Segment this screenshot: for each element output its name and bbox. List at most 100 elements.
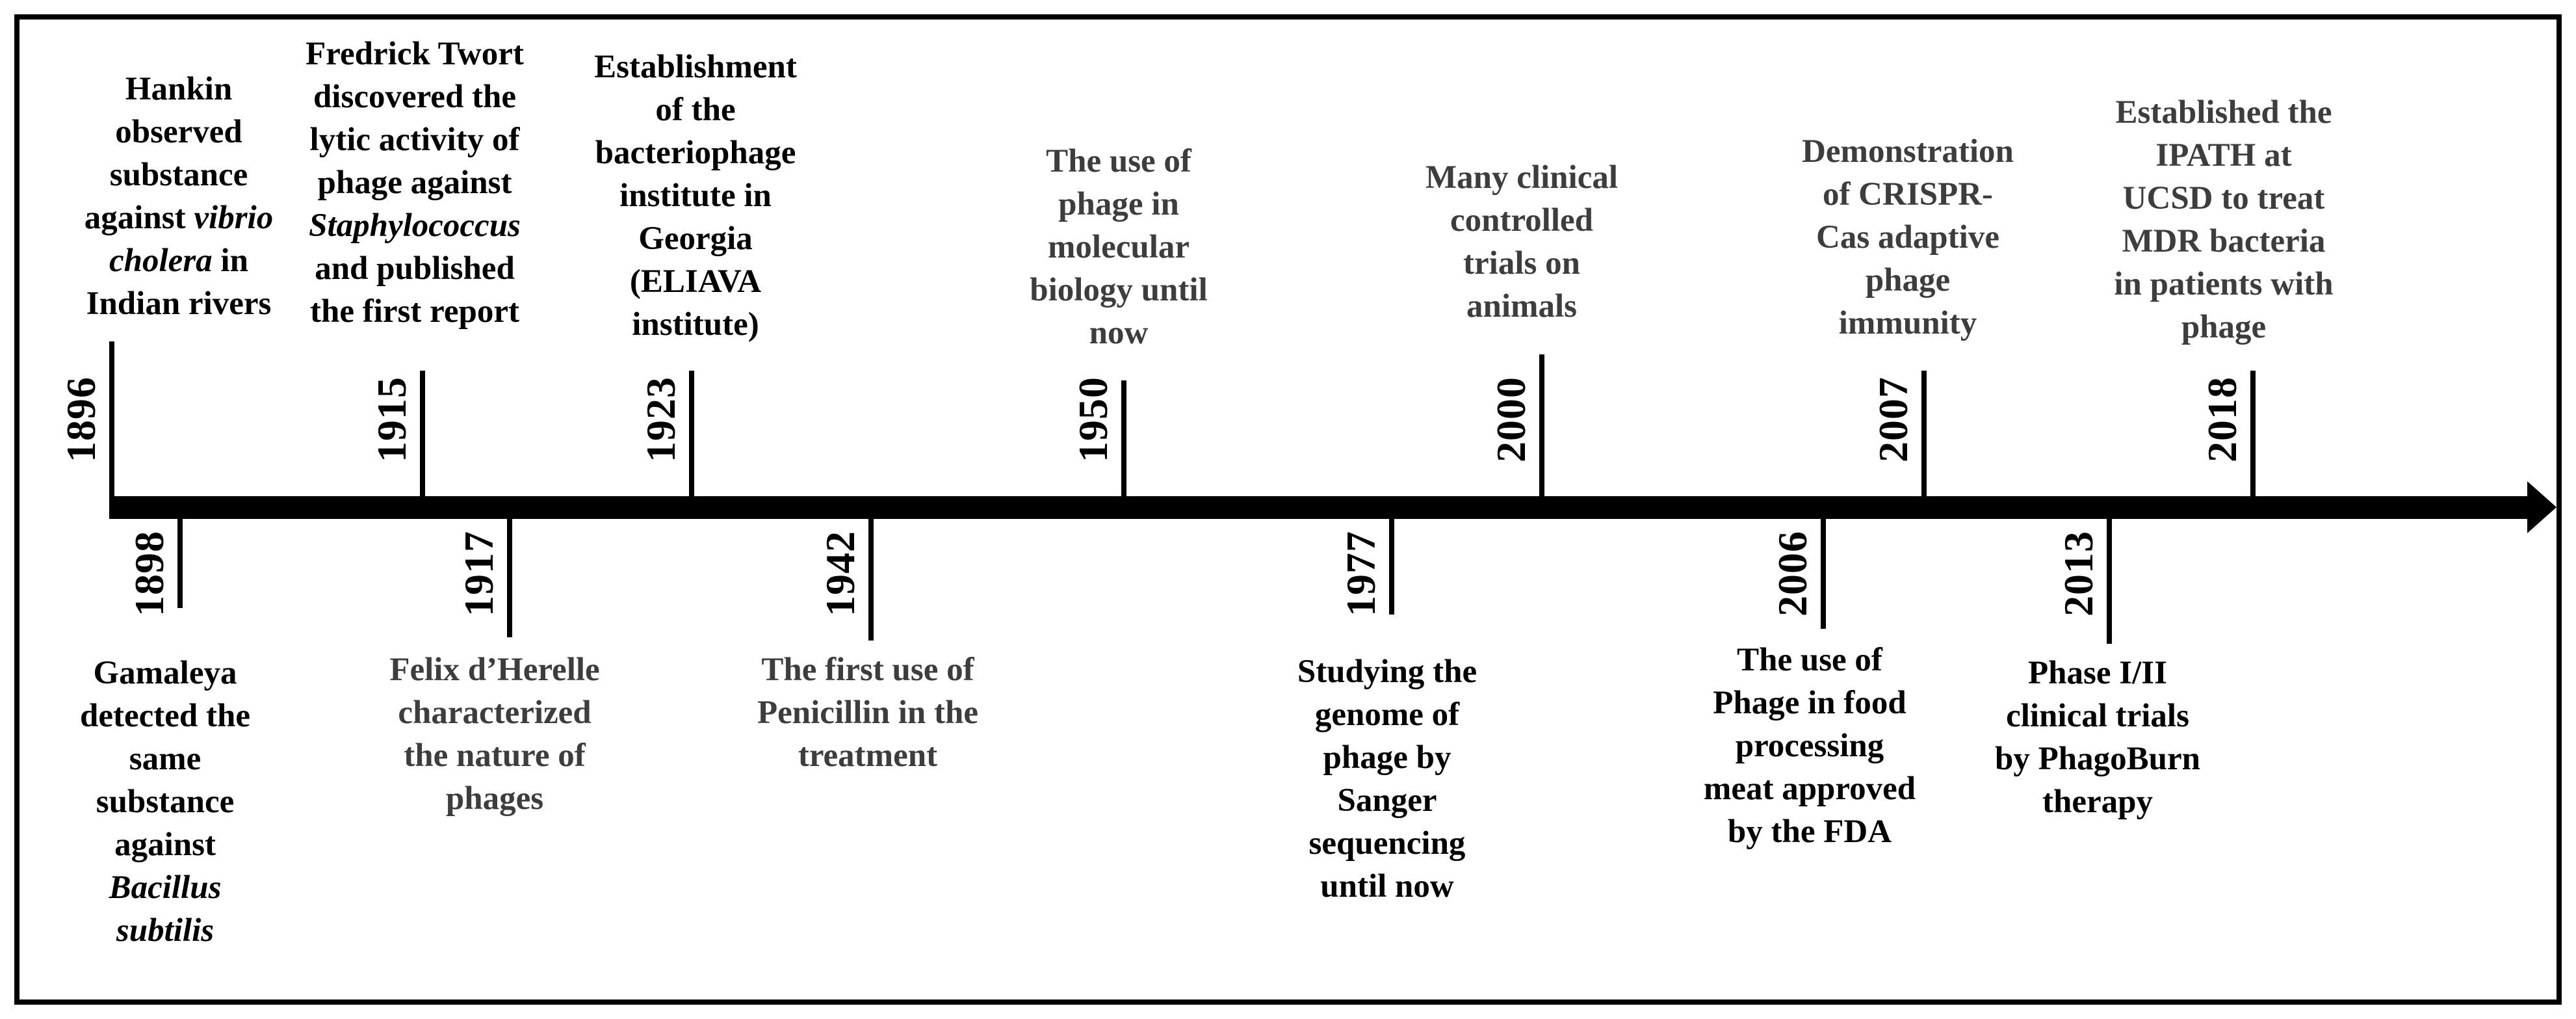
tick-1915 bbox=[420, 371, 425, 496]
event-text-line: the first report bbox=[310, 293, 519, 330]
event-text-line: against vibrio bbox=[84, 200, 274, 236]
year-label-1977: 1977 bbox=[1338, 531, 1384, 616]
event-text-line: controlled bbox=[1450, 202, 1594, 239]
event-text-line: phage bbox=[1865, 262, 1951, 298]
event-text-line: institute) bbox=[632, 306, 759, 343]
event-text-line: of CRISPR- bbox=[1822, 176, 1994, 213]
event-text-line: Establishment bbox=[594, 49, 797, 85]
event-text-line: detected the bbox=[80, 698, 250, 734]
event-text-gamaleya-1898: Gamaleya detected the same substance against… bbox=[29, 652, 302, 952]
event-text-line: Hankin bbox=[125, 71, 233, 107]
tick-1942 bbox=[868, 518, 874, 641]
event-text-line: phage against bbox=[317, 165, 512, 201]
event-text-line: The first use of bbox=[761, 652, 974, 688]
event-text-line: treatment bbox=[798, 737, 938, 774]
event-text-line: Sanger bbox=[1337, 782, 1437, 819]
tick-1917 bbox=[507, 518, 512, 637]
event-text-hankin-1896: Hankin observed substance against vibrio cho… bbox=[39, 68, 319, 325]
tick-1950 bbox=[1121, 380, 1126, 496]
event-text-line: substance bbox=[109, 157, 248, 193]
event-text-line: The use of bbox=[1046, 143, 1191, 179]
event-text-line: trials on bbox=[1463, 245, 1580, 282]
year-label-1950: 1950 bbox=[1070, 377, 1116, 462]
event-text-line: molecular bbox=[1047, 229, 1190, 265]
event-text-line: observed bbox=[115, 114, 242, 150]
event-text-molecular-biology-1950: The use of phage in molecular biology until… bbox=[1002, 140, 1236, 354]
year-label-1923: 1923 bbox=[638, 377, 684, 462]
event-text-line: Penicillin in the bbox=[757, 695, 979, 731]
event-text-line: Studying the bbox=[1297, 654, 1477, 690]
event-text-line: therapy bbox=[2042, 784, 2153, 820]
event-text-line: by the FDA bbox=[1727, 814, 1892, 850]
year-label-1942: 1942 bbox=[817, 531, 863, 616]
event-text-line: now bbox=[1089, 315, 1149, 351]
year-label-1896: 1896 bbox=[58, 377, 104, 462]
tick-2007 bbox=[1921, 371, 1927, 496]
event-text-line: sequencing bbox=[1308, 825, 1466, 862]
year-label-2018: 2018 bbox=[2199, 377, 2245, 462]
event-text-line: Many clinical bbox=[1425, 159, 1619, 196]
event-text-line: against bbox=[114, 827, 216, 863]
event-text-line: immunity bbox=[1838, 305, 1977, 341]
event-text-line: Established the bbox=[2115, 94, 2332, 131]
event-text-line: clinical trials bbox=[2006, 698, 2189, 734]
event-text-line: same bbox=[129, 741, 202, 777]
tick-1977 bbox=[1389, 518, 1394, 615]
event-text-crispr-2007: Demonstration of CRISPR- Cas adaptive phage… bbox=[1778, 130, 2038, 345]
event-text-line: Bacillus bbox=[109, 869, 222, 906]
event-text-line: until now bbox=[1320, 868, 1454, 905]
tick-2000 bbox=[1539, 354, 1544, 496]
year-label-2006: 2006 bbox=[1769, 531, 1815, 616]
event-text-line: institute in bbox=[619, 178, 772, 214]
year-label-1917: 1917 bbox=[456, 531, 502, 616]
year-label-1915: 1915 bbox=[369, 377, 415, 462]
event-text-line: phage in bbox=[1058, 186, 1179, 222]
event-text-line: biology until bbox=[1030, 272, 1208, 308]
event-text-line: Georgia bbox=[638, 220, 753, 257]
tick-1923 bbox=[689, 371, 694, 496]
tick-1898 bbox=[177, 518, 183, 608]
event-text-line: lytic activity of bbox=[309, 122, 520, 158]
event-text-line: and published bbox=[315, 250, 515, 287]
event-text-line: the nature of bbox=[404, 737, 586, 774]
event-text-line: in patients with bbox=[2114, 266, 2334, 302]
event-text-line: Demonstration bbox=[1802, 133, 2014, 170]
event-text-line: Staphylococcus bbox=[309, 207, 521, 244]
event-text-line: cholera in bbox=[109, 243, 248, 279]
event-text-line: Indian rivers bbox=[86, 285, 272, 322]
event-text-line: Phase I/II bbox=[2028, 655, 2167, 691]
event-text-penicillin-1942: The first use of Penicillin in the treatme… bbox=[718, 648, 1017, 777]
event-text-line: (ELIAVA bbox=[629, 263, 762, 300]
event-text-line: meat approved bbox=[1703, 771, 1916, 807]
event-text-line: The use of bbox=[1737, 642, 1882, 678]
event-text-line: Phage in food bbox=[1713, 685, 1906, 721]
timeline-bar bbox=[109, 496, 2527, 519]
event-text-line: phages bbox=[445, 780, 544, 817]
event-text-line: discovered the bbox=[313, 79, 517, 115]
event-text-line: IPATH at bbox=[2155, 137, 2292, 174]
event-text-line: MDR bacteria bbox=[2122, 223, 2326, 259]
event-text-line: processing bbox=[1735, 728, 1884, 764]
tick-2006 bbox=[1821, 518, 1826, 629]
year-label-2013: 2013 bbox=[2055, 531, 2101, 616]
event-text-line: Gamaleya bbox=[93, 655, 237, 691]
event-text-line: Felix d’Herelle bbox=[389, 652, 600, 688]
event-text-line: phage bbox=[2181, 309, 2267, 345]
figure-border bbox=[14, 14, 2562, 1005]
timeline-arrowhead-icon bbox=[2527, 481, 2556, 533]
event-text-line: bacteriophage bbox=[595, 135, 796, 171]
tick-2013 bbox=[2107, 518, 2112, 644]
event-text-fda-2006: The use of Phage in food processing meat ap… bbox=[1673, 639, 1946, 853]
event-text-line: Cas adaptive bbox=[1816, 219, 1999, 256]
event-text-line: subtilis bbox=[116, 912, 215, 949]
event-text-line: substance bbox=[96, 784, 235, 820]
year-label-1898: 1898 bbox=[126, 531, 172, 616]
year-label-2007: 2007 bbox=[1870, 377, 1916, 462]
